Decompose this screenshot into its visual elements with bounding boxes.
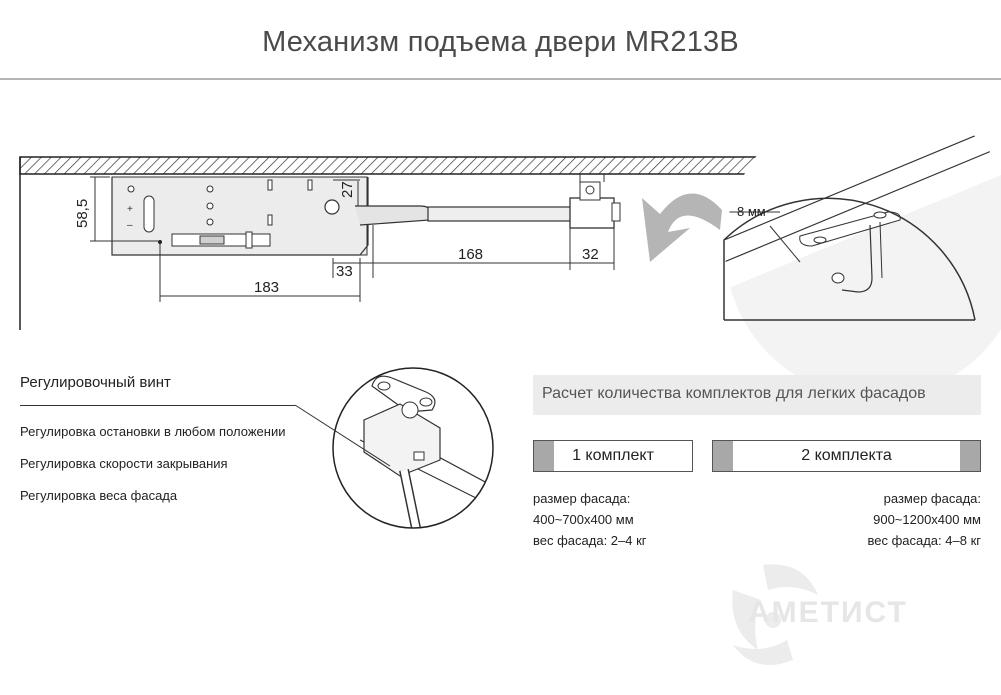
dimension-lines xyxy=(90,176,615,302)
kit-two-spec-line: вес фасада: 4–8 кг xyxy=(867,533,981,548)
svg-text:–: – xyxy=(127,220,133,231)
bracket-zoom-view xyxy=(723,98,1001,398)
adjustment-item-weight: Регулировка веса фасада xyxy=(20,488,178,503)
kit-one-box: 1 комплект xyxy=(533,440,693,472)
svg-text:+: + xyxy=(127,204,133,215)
kit-two-box: 2 комплекта xyxy=(712,440,981,472)
dim-32: 32 xyxy=(582,246,599,263)
dim-33: 33 xyxy=(336,263,353,280)
kit-one-spec-line: размер фасада: xyxy=(533,491,631,506)
lift-arm xyxy=(355,173,621,229)
adjustment-heading: Регулировочный винт xyxy=(20,374,171,391)
kit-two-label: 2 комплекта xyxy=(801,447,892,464)
calculation-banner xyxy=(533,375,981,415)
adjustment-underline xyxy=(20,405,295,406)
dim-27: 27 xyxy=(339,181,356,198)
brand-watermark: АМЕТИСТ xyxy=(748,596,908,629)
mechanism-body: + – xyxy=(111,176,369,256)
adjustment-item-stop: Регулировка остановки в любом положении xyxy=(20,424,286,439)
dim-8mm: 8 мм xyxy=(737,204,766,219)
dim-58-5: 58,5 xyxy=(74,199,91,228)
kit-one-spec: размер фасада: 400~700x400 мм вес фасада… xyxy=(533,488,647,551)
zoom-arrow xyxy=(642,193,722,262)
brand-logo-mark xyxy=(732,564,818,665)
kit-two-spec-line: 900~1200x400 мм xyxy=(873,512,981,527)
title-divider xyxy=(0,78,1001,80)
dim-183: 183 xyxy=(254,279,279,296)
kit-one-label: 1 комплект xyxy=(572,447,654,464)
adjustment-item-speed: Регулировка скорости закрывания xyxy=(20,456,228,471)
kit-two-cap-left xyxy=(713,441,733,471)
kit-two-spec: размер фасада: 900~1200x400 мм вес фасад… xyxy=(781,488,981,551)
kit-one-spec-line: вес фасада: 2–4 кг xyxy=(533,533,647,548)
calculation-banner-text: Расчет количества комплектов для легких … xyxy=(542,385,926,402)
adjustment-screw-detail xyxy=(294,367,494,529)
kit-one-spec-line: 400~700x400 мм xyxy=(533,512,634,527)
kit-one-cap xyxy=(534,441,554,471)
kit-two-spec-line: размер фасада: xyxy=(883,491,981,506)
dim-168: 168 xyxy=(458,246,483,263)
kit-two-cap-right xyxy=(960,441,980,471)
page-title: Механизм подъема двери MR213B xyxy=(262,26,739,58)
